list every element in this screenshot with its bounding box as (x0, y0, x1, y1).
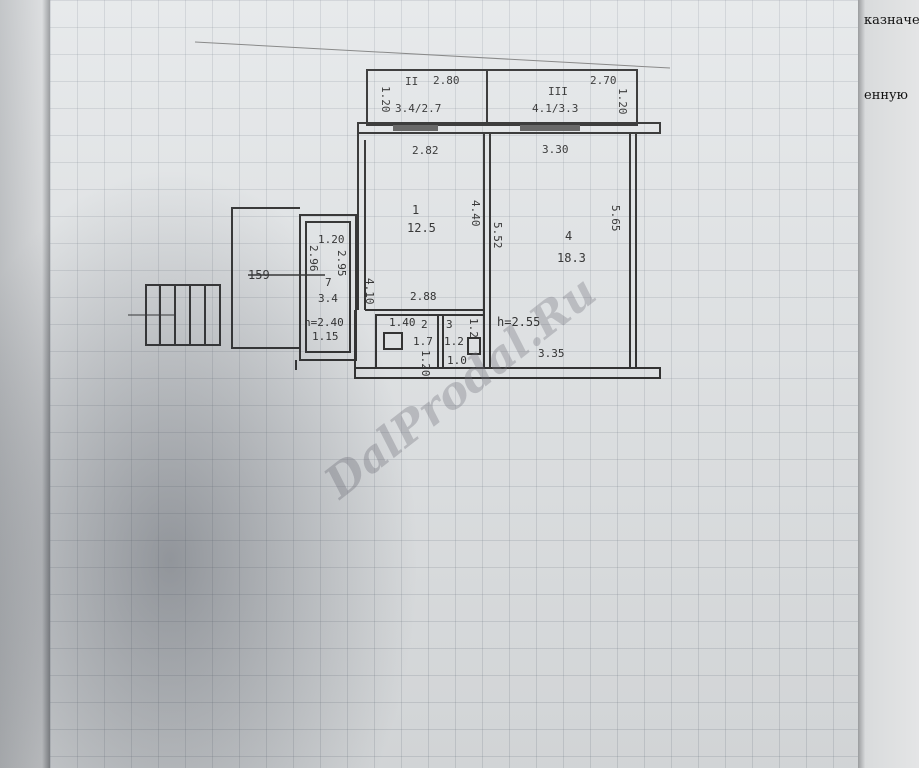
room-4-top-dim: 3.30 (542, 143, 569, 156)
corridor-7-ceiling-height: h=2.40 (304, 316, 344, 329)
room-4-right-dim: 5.65 (609, 205, 622, 232)
balcony-3-area: 4.1/3.3 (532, 102, 578, 115)
room-1-number: 1 (412, 203, 419, 217)
room-3-area: 1.2 (444, 335, 464, 348)
room-4-area: 18.3 (557, 251, 586, 265)
room-3-width: 1.0 (447, 354, 467, 367)
balcony-2-depth: 1.20 (379, 86, 392, 113)
room-2-number: 2 (421, 318, 428, 331)
graph-paper-sheet (50, 0, 880, 768)
room-2-depth: 1.20 (419, 350, 432, 377)
window-4 (520, 125, 580, 131)
window-1 (393, 125, 438, 131)
balcony-2-area: 3.4/2.7 (395, 102, 441, 115)
room-4-bottom-dim: 3.35 (538, 347, 565, 360)
room-2-area: 1.7 (413, 335, 433, 348)
entrance-label: 159 (248, 268, 270, 282)
entrance-outline (231, 207, 300, 349)
corridor-7-outline (299, 214, 357, 361)
corridor-7-side: 2.96 (307, 245, 320, 272)
balcony-3-width: 2.70 (590, 74, 617, 87)
room-4-number: 4 (565, 229, 572, 243)
room-3-depth: 1.2 (467, 318, 480, 338)
toilet-icon (467, 337, 481, 355)
room-1-left-dim: 4.10 (363, 278, 376, 305)
room-3-number: 3 (446, 318, 453, 331)
corridor-7-bottom-dim: 1.15 (312, 330, 339, 343)
room-2-width: 1.40 (389, 316, 416, 329)
right-page-text-2: енную (864, 88, 908, 103)
corridor-7-width: 1.20 (318, 233, 345, 246)
corridor-7-area: 3.4 (318, 292, 338, 305)
room-4-ceiling-height: h=2.55 (497, 315, 540, 329)
room-1-side-dim: 4.40 (469, 200, 482, 227)
balcony-3-depth: 1.20 (616, 88, 629, 115)
bathtub-icon (383, 332, 403, 350)
corridor-7-side2: 2.95 (335, 250, 348, 277)
top-guide-line (194, 41, 671, 69)
balcony-2-number: II (405, 75, 418, 88)
room-1-bottom-dim: 2.88 (410, 290, 437, 303)
corridor-7-number: 7 (325, 276, 332, 289)
room-4-left-dim: 5.52 (491, 222, 504, 249)
right-page-text-1: казначе (864, 13, 919, 28)
room-1-top-dim: 2.82 (412, 144, 439, 157)
balcony-2-width: 2.80 (433, 74, 460, 87)
right-page: казначе енную (858, 0, 919, 768)
balcony-3-number: III (548, 85, 568, 98)
corridor-7-inner (305, 221, 351, 353)
room-1-area: 12.5 (407, 221, 436, 235)
